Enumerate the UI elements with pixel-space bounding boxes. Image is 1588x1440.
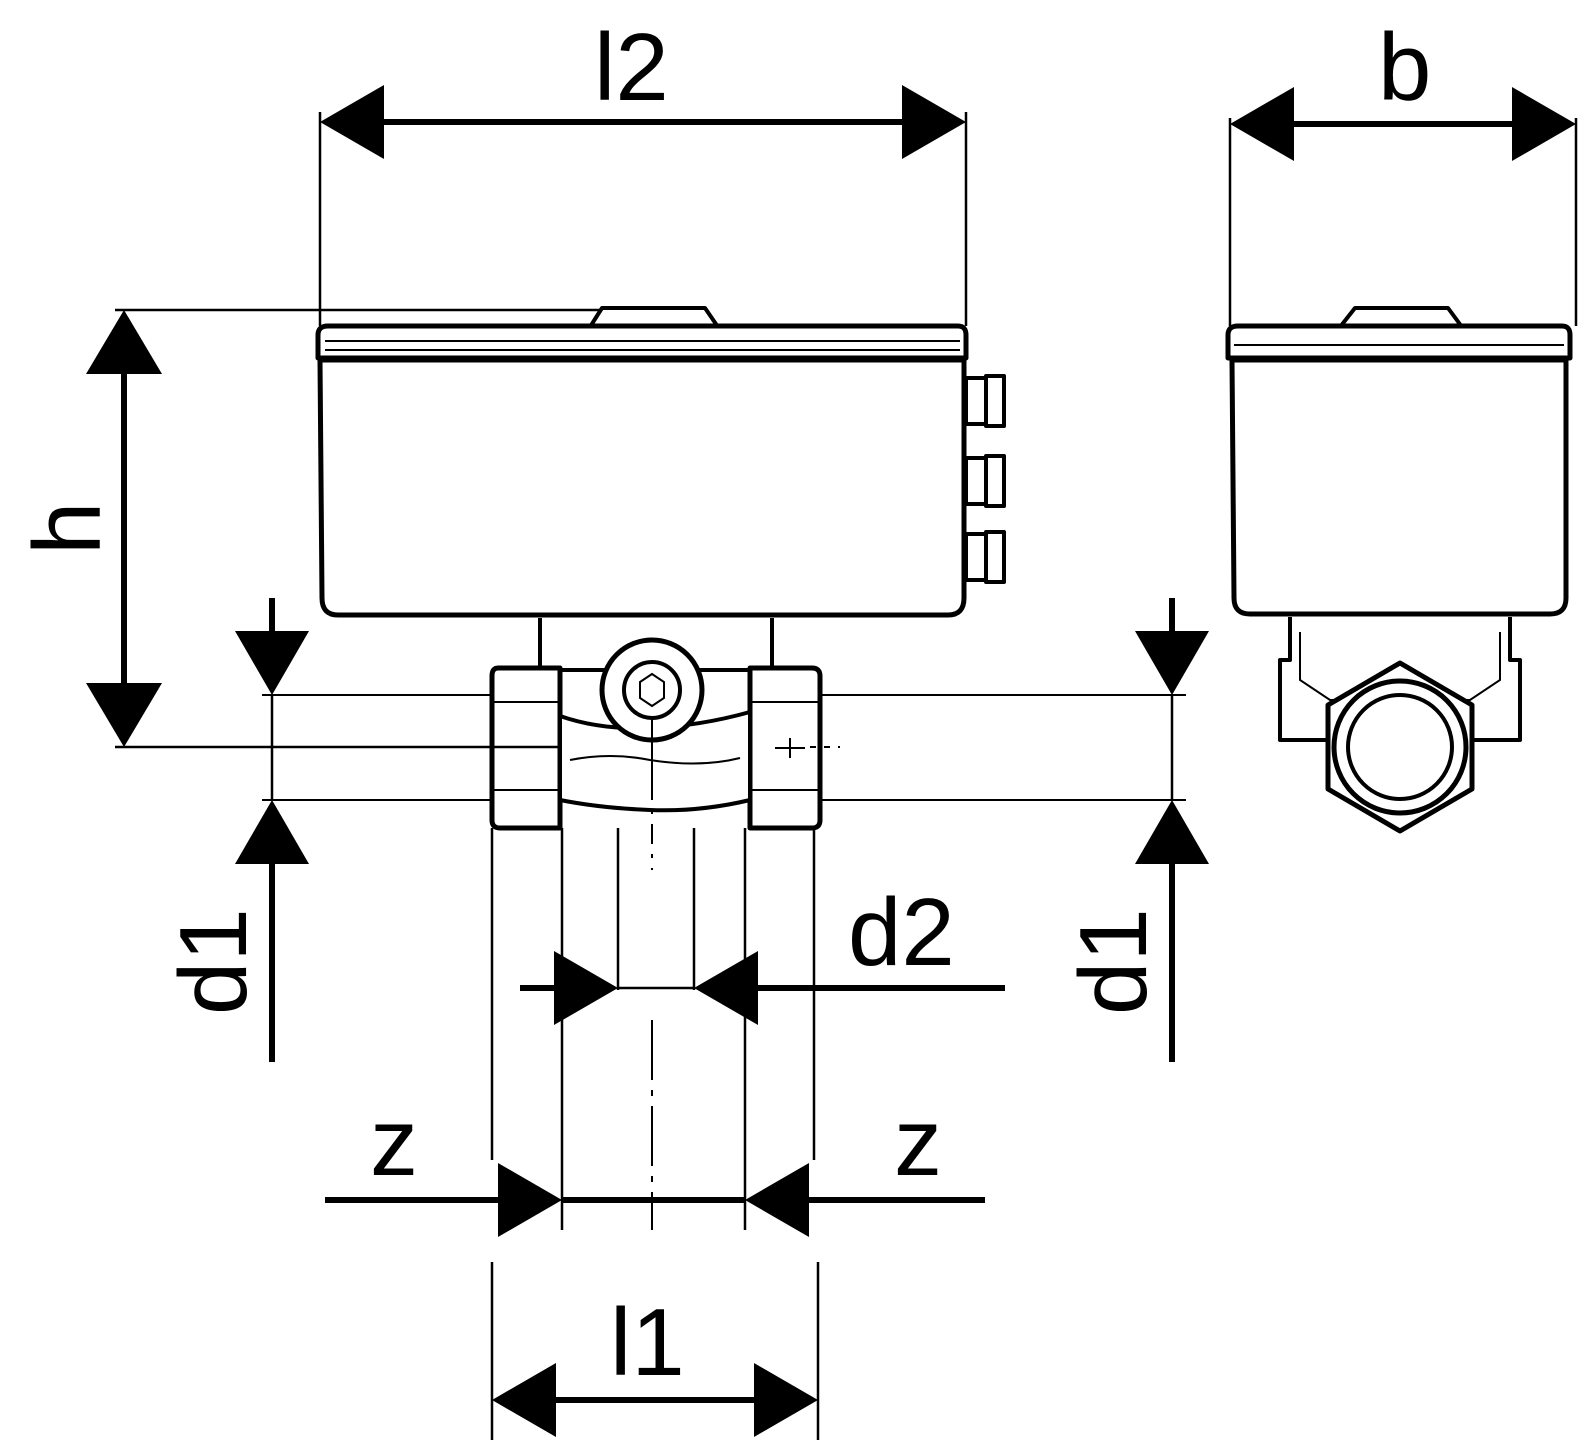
label-d1-right: d1 (1060, 908, 1167, 1015)
dimension-l2: l2 (318, 14, 968, 326)
label-z-right: z (894, 1089, 942, 1196)
label-b: b (1378, 14, 1431, 121)
d1-right-arrow-top (1135, 631, 1209, 695)
l2-arrow-right (902, 85, 966, 159)
valve-extension-lines (490, 828, 816, 1230)
label-d1-left: d1 (160, 908, 267, 1015)
dimension-d1-left: d1 (160, 598, 309, 1062)
label-d2: d2 (848, 879, 955, 986)
d1-left-arrow-top (235, 631, 309, 695)
cable-gland-3 (964, 530, 1006, 584)
label-z-left: z (370, 1089, 418, 1196)
d1-left-arrow-bottom (235, 800, 309, 864)
cable-gland-2 (964, 454, 1006, 508)
b-arrow-right (1512, 87, 1576, 161)
actuator-front-view (315, 306, 1006, 618)
cable-gland-1 (964, 374, 1006, 428)
h-arrow-bottom (86, 683, 162, 747)
dimension-h: h (14, 308, 600, 749)
l1-arrow-right (754, 1363, 818, 1437)
d2-arrow-right (694, 951, 758, 1025)
label-l2: l2 (594, 14, 669, 121)
label-l1: l1 (610, 1289, 685, 1396)
pipe-outline-lines (262, 694, 1186, 870)
dimension-b: b (1228, 14, 1578, 326)
l1-arrow-left (492, 1363, 556, 1437)
h-arrow-top (86, 310, 162, 374)
actuator-side-view (1225, 306, 1573, 834)
d2-arrow-left (554, 951, 618, 1025)
z-left-arrow (498, 1163, 562, 1237)
dimension-l1: l1 (490, 1262, 820, 1440)
d1-right-arrow-bottom (1135, 800, 1209, 864)
b-arrow-left (1230, 87, 1294, 161)
dimension-d2: d2 (520, 879, 1005, 1025)
dimension-d1-right: d1 (1060, 598, 1209, 1062)
z-right-arrow (745, 1163, 809, 1237)
dimension-z: z z (325, 1089, 985, 1237)
l2-arrow-left (320, 85, 384, 159)
label-h: h (14, 502, 121, 555)
valve-body-front-view (489, 618, 823, 831)
